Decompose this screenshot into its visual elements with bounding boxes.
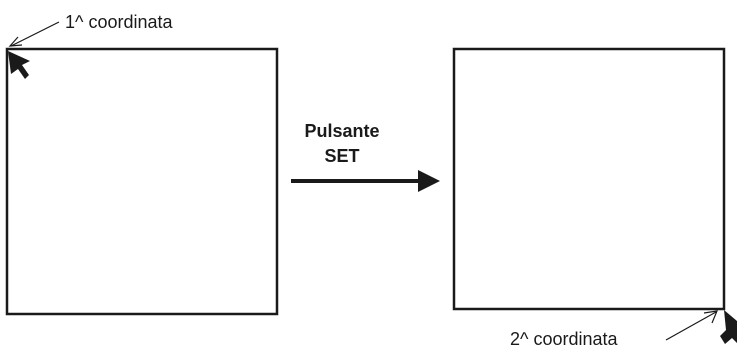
cursor-arrow-icon <box>8 51 30 79</box>
screen-frame-after <box>452 47 726 311</box>
button-label-line2: SET <box>324 146 359 166</box>
right-panel: 2^ coordinata <box>452 47 737 349</box>
second-coordinate-leader-line <box>665 311 717 341</box>
first-coordinate-label: 1^ coordinata <box>65 12 174 32</box>
button-label-line1: Pulsante <box>304 121 379 141</box>
set-button-transition: Pulsante SET <box>291 121 440 192</box>
left-panel: 1^ coordinata <box>5 12 279 316</box>
first-coordinate-leader-arrowhead <box>8 36 23 47</box>
second-coordinate-label: 2^ coordinata <box>510 329 619 349</box>
screen-frame-before <box>5 47 279 316</box>
right-arrow-icon <box>291 170 440 192</box>
second-coordinate-leader-arrowhead <box>703 310 718 324</box>
first-coordinate-leader-line <box>10 21 60 47</box>
cursor-arrow-icon <box>720 310 737 344</box>
